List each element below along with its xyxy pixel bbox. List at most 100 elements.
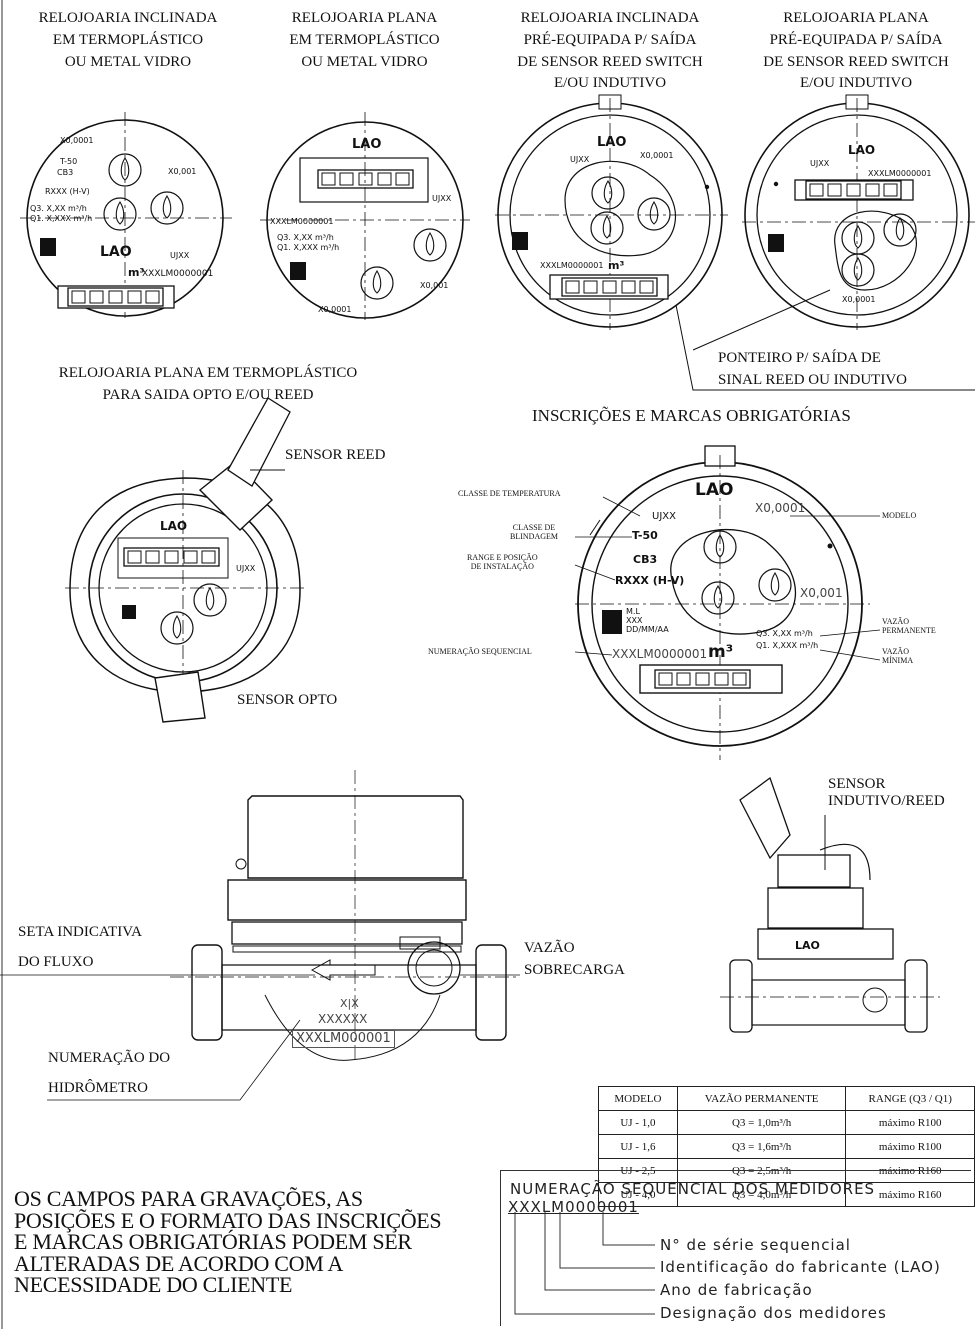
label-line: RELOJOARIA INCLINADA (520, 10, 700, 26)
table-cell: UJ - 1,0 (598, 1110, 678, 1135)
label-line: NUMERAÇÃO DO (48, 1050, 171, 1066)
callout-numeracao-sequencial: NUMERAÇÃO SEQUENCIAL (428, 647, 532, 656)
note-line: OS CAMPOS PARA GRAVAÇÕES, AS (14, 1186, 363, 1211)
dial1-cb3: CB3 (57, 168, 74, 177)
callout-modelo: MODELO (882, 511, 917, 520)
label-line: OU METAL VIDRO (301, 53, 428, 70)
table-cell: Q3 = 1,0m³/h (676, 1110, 847, 1135)
sensor-indutivo-label: SENSOR INDUTIVO/REED (828, 776, 945, 809)
sequence-code: XXXLM0000001 (508, 1198, 639, 1216)
dial1-q1: Q1. X,XXX m³/h (30, 214, 93, 223)
label-line: OU METAL VIDRO (64, 53, 192, 70)
opto-title: RELOJOARIA PLANA EM TERMOPLÁSTICO PARA S… (8, 363, 408, 407)
dial1-brand: LAO (100, 244, 132, 260)
label-line: SENSOR (828, 776, 886, 792)
dial1-unit: m³ (128, 266, 145, 279)
label-line: EM TERMOPLÁSTICO (289, 31, 440, 48)
label-line: E/OU INDUTIVO (553, 75, 667, 92)
label-line: VAZÃO (882, 617, 909, 626)
label-line: PERMANENTE (882, 625, 936, 635)
opto-brand: LAO (160, 519, 188, 533)
label-line: M.L (626, 607, 640, 616)
model-table: MODELO VAZÃO PERMANENTE RANGE (Q3 / Q1) … (598, 1086, 975, 1207)
label-line: PRÉ-EQUIPADA P/ SAÍDA (523, 31, 697, 48)
callout-vazao-permanente: VAZÃO PERMANENTE (882, 617, 936, 636)
table-header-row: MODELO VAZÃO PERMANENTE RANGE (Q3 / Q1) (598, 1086, 975, 1111)
label-line: SINAL REED OU INDUTIVO (718, 371, 908, 388)
label-line: RELOJOARIA PLANA (291, 10, 438, 26)
inscription-dial-drawing (575, 445, 870, 760)
big-dial-serial: XXXLM0000001 (612, 647, 708, 661)
dial1-q3: Q3. X,XX m³/h (30, 204, 87, 213)
label-line: EM TERMOPLÁSTICO (52, 31, 204, 48)
dial4-model: UJXX (810, 159, 830, 168)
big-dial-t50: T-50 (632, 529, 658, 542)
inscricoes-title: INSCRIÇÕES E MARCAS OBRIGATÓRIAS (532, 406, 851, 425)
label-line: E/OU INDUTIVO (799, 75, 913, 92)
dial1-x001: X0,001 (168, 167, 197, 176)
side-view-small-meter-drawing (720, 776, 940, 1033)
big-dial-cb3: CB3 (633, 553, 658, 566)
callout-range-posicao: RANGE E POSIÇÃO DE INSTALAÇÃO (467, 553, 538, 572)
label-line: SOBRECARGA (524, 961, 625, 978)
note-line: POSIÇÕES E O FORMATO DAS INSCRIÇÕES (14, 1207, 442, 1233)
sequence-item-fabricante: Identificação do fabricante (LAO) (660, 1258, 941, 1276)
note-line: E MARCAS OBRIGATÓRIAS PODEM SER (14, 1229, 412, 1255)
label-line: SETA INDICATIVA (18, 924, 142, 940)
dial3-serial: XXXLM0000001 (540, 261, 604, 270)
callout-classe-temperatura: CLASSE DE TEMPERATURA (458, 489, 561, 498)
table-cell: UJ - 1,6 (598, 1134, 678, 1159)
table-row: UJ - 1,6 Q3 = 1,6m³/h máximo R100 (598, 1134, 975, 1159)
dial3-unit: m³ (608, 259, 625, 272)
dial-inclinada-drawing (20, 112, 232, 318)
numeracao-hidrometro-label: NUMERAÇÃO DO HIDRÔMETRO (48, 1048, 170, 1100)
label-line: INDUTIVO/REED (828, 792, 945, 809)
client-note: OS CAMPOS PARA GRAVAÇÕES, AS POSIÇÕES E … (14, 1186, 442, 1298)
big-dial-rxxx: RXXX (H-V) (615, 574, 685, 587)
big-dial-q1: Q1. X,XXX m³/h (756, 641, 819, 650)
label-line: DO FLUXO (18, 953, 94, 970)
note-line: ALTERADAS DE ACORDO COM A (14, 1250, 344, 1276)
dial1-t50: T-50 (60, 157, 78, 166)
col-header: MODELO (598, 1086, 678, 1111)
sensor-opto-label: SENSOR OPTO (237, 692, 338, 708)
opto-meter-drawing (65, 397, 305, 723)
big-dial-x001: X0,001 (800, 586, 843, 600)
col-header: VAZÃO PERMANENTE (676, 1086, 847, 1111)
label-inclinada: RELOJOARIA INCLINADA EM TERMOPLÁSTICO OU… (8, 8, 248, 73)
dial2-x0001: X0,0001 (318, 305, 352, 314)
table-cell: UJ - 4,0 (598, 1182, 678, 1207)
big-dial-model: UJXX (652, 511, 676, 522)
big-dial-brand: LAO (695, 480, 734, 500)
vazao-sobrecarga-label: VAZÃO SOBRECARGA (524, 938, 625, 982)
label-line: CLASSE DE (512, 523, 556, 532)
opto-model: UJXX (236, 564, 256, 573)
label-line: DD/MM/AA (626, 624, 669, 634)
dial2-model: UJXX (432, 194, 452, 203)
label-line: PRÉ-EQUIPADA P/ SAÍDA (769, 31, 943, 48)
dial2-x001: X0,001 (420, 281, 449, 290)
dial2-serial: XXXLM0000001 (270, 217, 334, 226)
sequence-item-serie: N° de série sequencial (660, 1236, 851, 1254)
pointer-label: PONTEIRO P/ SAÍDA DE SINAL REED OU INDUT… (718, 348, 907, 392)
label-line: DE SENSOR REED SWITCH (517, 53, 703, 70)
dial-inclinada-reed-drawing (495, 94, 728, 330)
sequence-tree-lines (514, 1212, 655, 1315)
dial4-serial: XXXLM0000001 (868, 169, 932, 178)
label-plana-reed: RELOJOARIA PLANA PRÉ-EQUIPADA P/ SAÍDA D… (738, 8, 974, 95)
table-cell: Q3 = 4,0m³/h (676, 1182, 847, 1207)
callout-classe-blindagem: CLASSE DE BLINDAGEM (510, 523, 558, 542)
dial4-brand: LAO (848, 143, 876, 157)
label-plana: RELOJOARIA PLANA EM TERMOPLÁSTICO OU MET… (252, 8, 477, 73)
dial-plana-reed-drawing (742, 94, 975, 330)
sequence-title: NUMERAÇÃO SEQUENCIAL DOS MEDIDORES (510, 1180, 876, 1198)
dial3-x0001: X0,0001 (640, 151, 674, 160)
sequence-box (500, 1170, 971, 1326)
note-line: NECESSIDADE DO CLIENTE (14, 1272, 293, 1298)
big-dial-unit: m³ (708, 642, 734, 662)
dial1-x0001: X0,0001 (60, 136, 94, 145)
dial3-brand: LAO (597, 135, 627, 150)
seta-label: SETA INDICATIVA DO FLUXO (18, 922, 142, 974)
label-line: MÍNIMA (882, 655, 914, 665)
